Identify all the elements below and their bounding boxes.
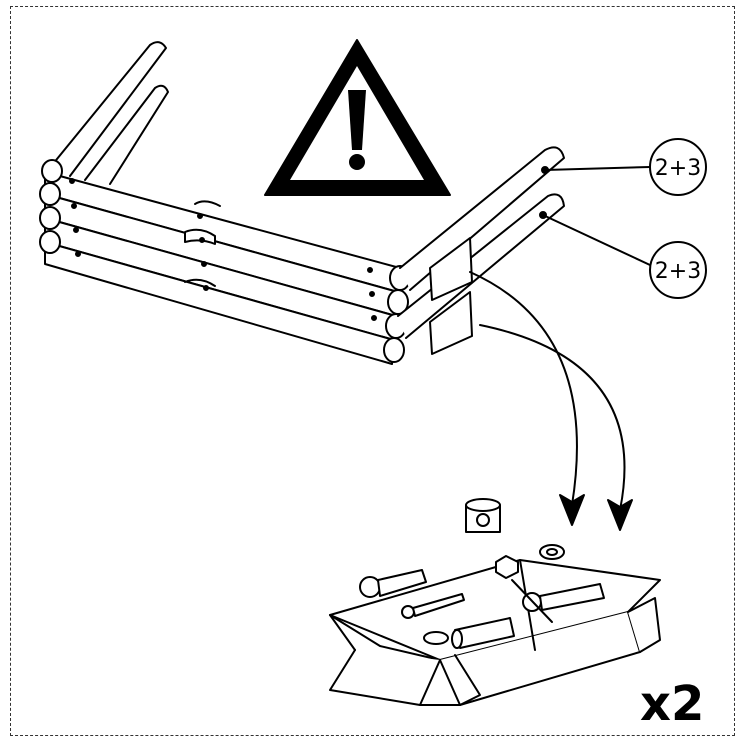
- long-bolt-icon: [359, 569, 427, 598]
- warning-triangle-icon: [264, 39, 451, 196]
- connector-bolt-icon: [511, 579, 605, 623]
- cam-lock-icon: [465, 498, 501, 533]
- removal-arrows: [469, 271, 633, 531]
- dashed-border-frame: [10, 6, 735, 736]
- dowel-icon: [423, 617, 515, 649]
- hex-nut-icon: [495, 555, 519, 579]
- callout-leaders: [539, 166, 651, 266]
- callout-2: 2+3: [649, 241, 707, 299]
- hardware-box: [329, 559, 661, 706]
- quantity-label: x2: [640, 676, 704, 732]
- washer-icon: [539, 544, 565, 560]
- callout-2-label: 2+3: [655, 259, 701, 284]
- callout-1-label: 2+3: [655, 156, 701, 181]
- screw-icon: [401, 593, 465, 619]
- callout-1: 2+3: [649, 138, 707, 196]
- side-rail-stack: [39, 41, 411, 365]
- end-rail-uprights: [397, 146, 565, 355]
